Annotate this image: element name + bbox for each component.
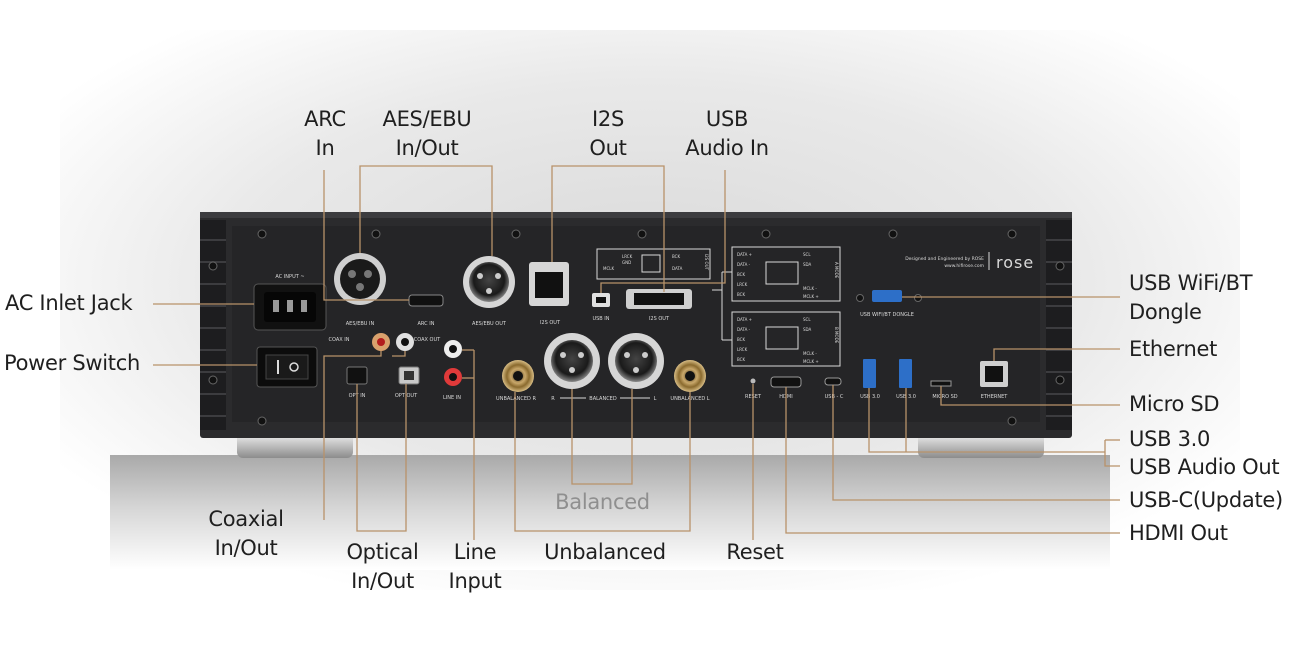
pin-box-a-mode-label: A MODE: [834, 262, 839, 279]
leader-lines: [153, 165, 1120, 540]
panel-text-coax-out: COAX OUT: [414, 337, 441, 343]
pin-box-b-mode: [731, 311, 841, 367]
panel-text-coax-in: COAX IN: [329, 337, 350, 343]
panel-text-ethernet: ETHERNET: [981, 394, 1009, 400]
floor-reflection: [110, 455, 1110, 570]
pin-b-mclk-minus: MCLK -: [803, 351, 817, 356]
pin-b-mclk-plus: MCLK +: [803, 359, 819, 364]
panel-text-ac-input: AC INPUT ~: [275, 274, 304, 280]
pin-b-lrck: LRCK: [737, 347, 748, 352]
panel-text-aes-ebu-out: AES/EBU OUT: [472, 321, 507, 327]
pin-a-bck: BCK: [737, 272, 745, 277]
panel-text-balanced-r: R: [551, 396, 555, 402]
usb30-port-b: [899, 359, 912, 388]
pin-label-gnd: GND: [622, 260, 631, 265]
pin-box-a-mode: [731, 246, 841, 302]
hdmi-out-port: [770, 376, 802, 388]
panel-text-micro-sd: MICRO SD: [932, 394, 957, 400]
panel-text-usb-in: USB IN: [592, 316, 609, 322]
pin-a-mclk-plus: MCLK +: [803, 294, 819, 299]
credit-line-1: Designed and Engineered by ROSE: [905, 256, 984, 262]
pin-b-bck: BCK: [737, 337, 745, 342]
pin-a-mclk-minus: MCLK -: [803, 286, 817, 291]
label-hdmi-out: HDMI Out: [1129, 521, 1228, 545]
label-usb30: USB 3.0: [1129, 427, 1211, 451]
label-power-switch: Power Switch: [4, 351, 140, 375]
label-usb-c: USB-C(Update): [1129, 488, 1283, 512]
panel-text-i2s-out: I2S OUT: [540, 320, 561, 326]
pin-b-data-plus: DATA +: [737, 317, 752, 322]
pin-label-mclk: MCLK: [603, 266, 614, 271]
i2s-pin-diagram: [596, 248, 711, 280]
label-ac-inlet: AC Inlet Jack: [5, 291, 133, 315]
panel-text-arc-in: ARC IN: [418, 321, 435, 327]
arc-in-connector: [408, 294, 444, 307]
usb30-port-a: [863, 359, 876, 388]
pin-b-bck-2: BCK: [737, 357, 745, 362]
pin-b-scl: SCL: [803, 317, 811, 322]
panel-text-unbalanced-r: UNBALANCED R: [496, 396, 536, 402]
credit-line-2: www.hifirose.com: [944, 263, 984, 269]
label-usb-audio-out: USB Audio Out: [1129, 455, 1280, 479]
label-reset: Reset: [726, 540, 784, 564]
brand-logo: rose: [996, 253, 1034, 272]
pin-a-data-minus: DATA -: [737, 262, 751, 267]
pin-b-data-minus: DATA -: [737, 327, 751, 332]
panel-text-aes-ebu-in: AES/EBU IN: [346, 321, 375, 327]
label-micro-sd: Micro SD: [1129, 392, 1220, 416]
panel-text-usb-c: USB - C: [825, 394, 844, 400]
panel-text-line-in: LINE IN: [443, 395, 461, 401]
pin-a-scl: SCL: [803, 252, 811, 257]
pin-label-lrck: LRCK: [622, 254, 633, 259]
panel-text-balanced-l: L: [654, 396, 657, 402]
pin-a-bck-2: BCK: [737, 292, 745, 297]
pin-box-i2s-side-label: I2S OUT: [704, 254, 709, 271]
micro-sd-slot: [930, 380, 952, 387]
label-ethernet: Ethernet: [1129, 337, 1218, 361]
label-balanced: Balanced: [555, 490, 650, 514]
pin-box-b-mode-label: B MODE: [834, 327, 839, 344]
reset-button: [750, 378, 756, 384]
label-unbalanced: Unbalanced: [544, 540, 666, 564]
pin-a-data-plus: DATA +: [737, 252, 752, 257]
pin-label-bck: BCK: [672, 254, 680, 259]
pin-label-data: DATA: [672, 266, 683, 271]
usb-c-port: [824, 377, 842, 386]
pin-a-lrck: LRCK: [737, 282, 748, 287]
panel-text-balanced: BALANCED: [589, 396, 617, 402]
panel-text-usb-wifi-bt: USB WIFI/BT DONGLE: [860, 312, 914, 318]
opt-in-connector: [346, 366, 368, 385]
usb-wifi-bt-port: [872, 290, 902, 302]
panel-text-usb30-a: USB 3.0: [860, 394, 880, 400]
pin-a-sda: SDA: [803, 262, 812, 267]
pin-b-sda: SDA: [803, 327, 812, 332]
panel-text-i2s-out-2: I2S OUT: [649, 316, 670, 322]
